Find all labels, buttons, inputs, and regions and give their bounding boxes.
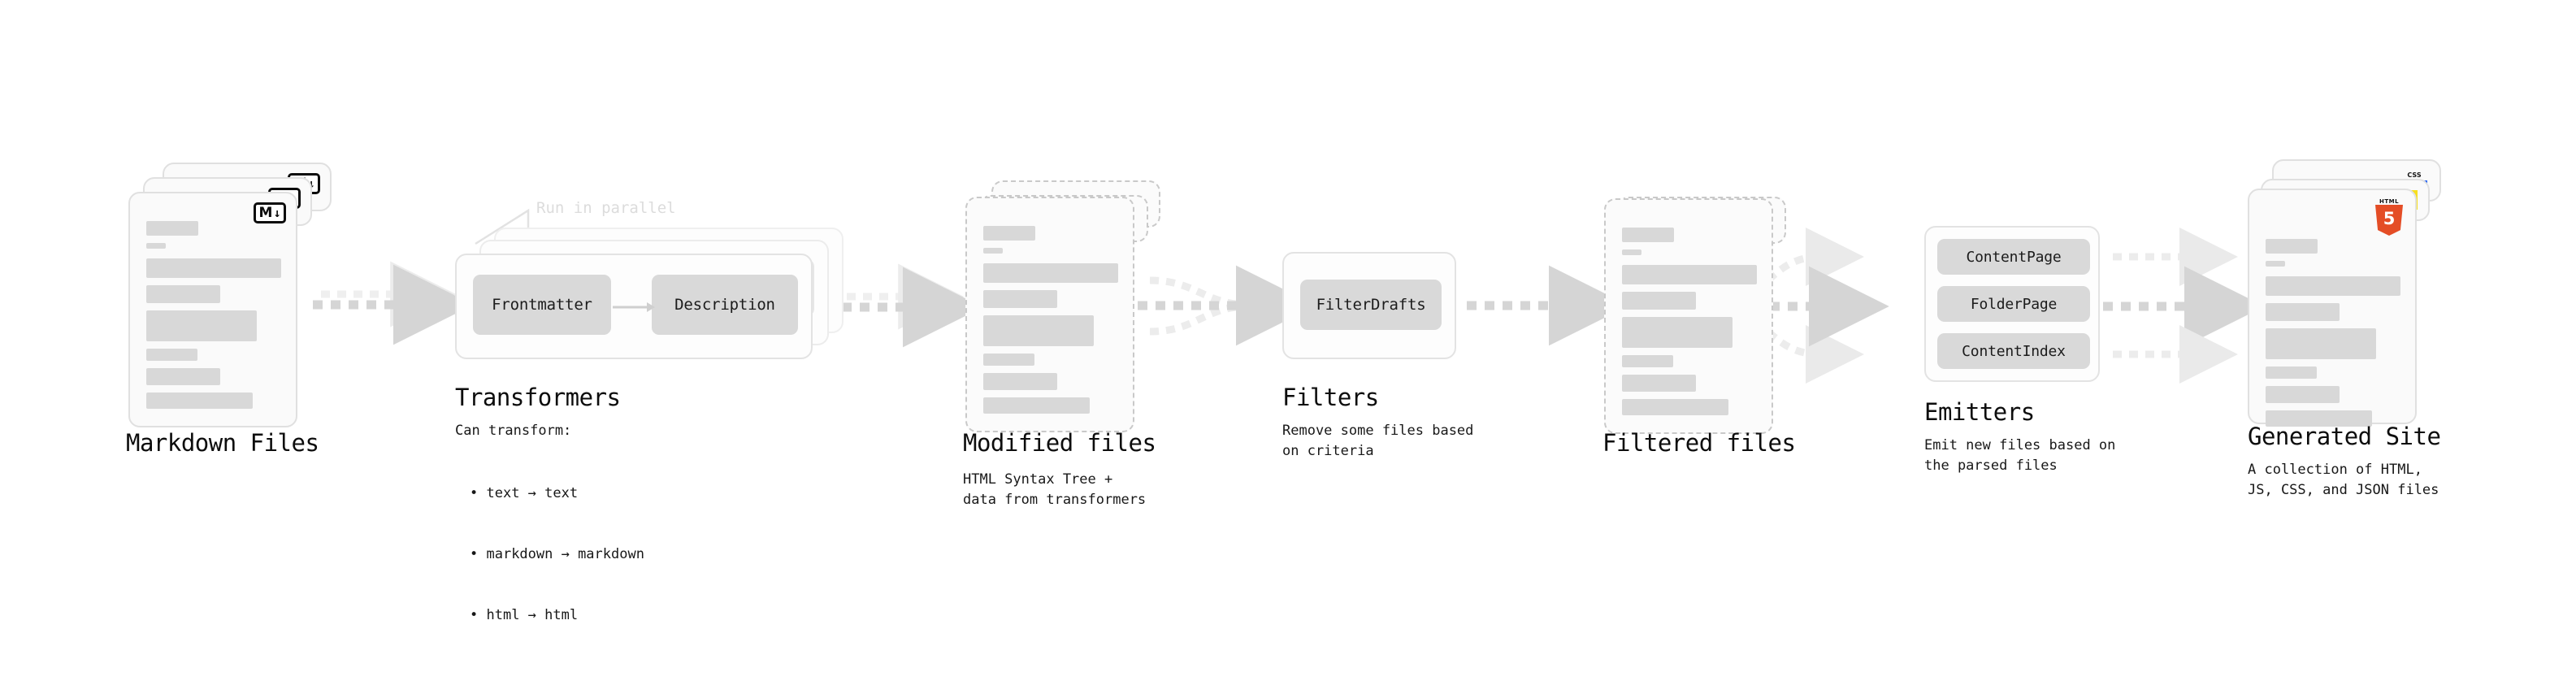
filters-box: FilterDrafts	[1282, 252, 1456, 359]
arrow-markdown-to-transformers	[313, 261, 474, 345]
filters-subtitle: Remove some files based on criteria	[1282, 423, 1474, 459]
emitter-plugin-folderpage[interactable]: FolderPage	[1937, 286, 2090, 322]
filters-title: Filters	[1282, 384, 1379, 411]
transformer-plugin-frontmatter[interactable]: Frontmatter	[473, 275, 611, 335]
site-card-html: HTML	[2248, 189, 2417, 427]
html5-badge: HTML	[2373, 198, 2405, 236]
inner-arrow-icon	[613, 302, 655, 312]
transform-item-markdown: markdown → markdown	[470, 544, 644, 565]
emitters-title: Emitters	[1924, 398, 2035, 426]
skeleton-bars	[983, 226, 1118, 421]
emitter-plugin-contentpage[interactable]: ContentPage	[1937, 239, 2090, 275]
arrow-modified-to-filters	[1138, 265, 1316, 346]
filtered-card-front	[1604, 198, 1773, 434]
arrow-emitters-to-site	[2103, 228, 2265, 384]
filter-plugin-filterdrafts[interactable]: FilterDrafts	[1300, 280, 1442, 330]
transform-item-html: html → html	[470, 605, 644, 626]
transformers-item-list: text → text markdown → markdown html → h…	[470, 443, 644, 666]
filtered-files-title: Filtered files	[1602, 429, 1796, 457]
generated-site-subtitle: A collection of HTML, JS, CSS, and JSON …	[2248, 462, 2439, 498]
modified-files-title: Modified files	[963, 429, 1156, 457]
emitters-box: ContentPage FolderPage ContentIndex	[1924, 226, 2100, 382]
transform-item-text: text → text	[470, 484, 644, 504]
transformers-title: Transformers	[455, 384, 621, 411]
skeleton-bars	[2266, 239, 2400, 434]
markdown-files-title: Markdown Files	[126, 429, 319, 457]
modified-card-front	[965, 197, 1134, 432]
markdown-card-front: M ↓	[128, 192, 297, 427]
transformers-box-front: Frontmatter Description	[455, 254, 813, 359]
skeleton-bars	[146, 221, 281, 416]
markdown-badge: M ↓	[254, 202, 286, 223]
generated-site-title: Generated Site	[2248, 423, 2441, 450]
transformers-caption: Can transform:	[455, 423, 572, 439]
modified-files-subtitle: HTML Syntax Tree + data from transformer…	[963, 471, 1147, 508]
emitters-subtitle: Emit new files based on the parsed files	[1924, 437, 2116, 474]
transformer-plugin-description[interactable]: Description	[652, 275, 798, 335]
html5-shield-icon	[2375, 205, 2403, 236]
skeleton-bars	[1622, 228, 1757, 423]
run-in-parallel-note: Run in parallel	[536, 199, 676, 217]
emitter-plugin-contentindex[interactable]: ContentIndex	[1937, 333, 2090, 369]
